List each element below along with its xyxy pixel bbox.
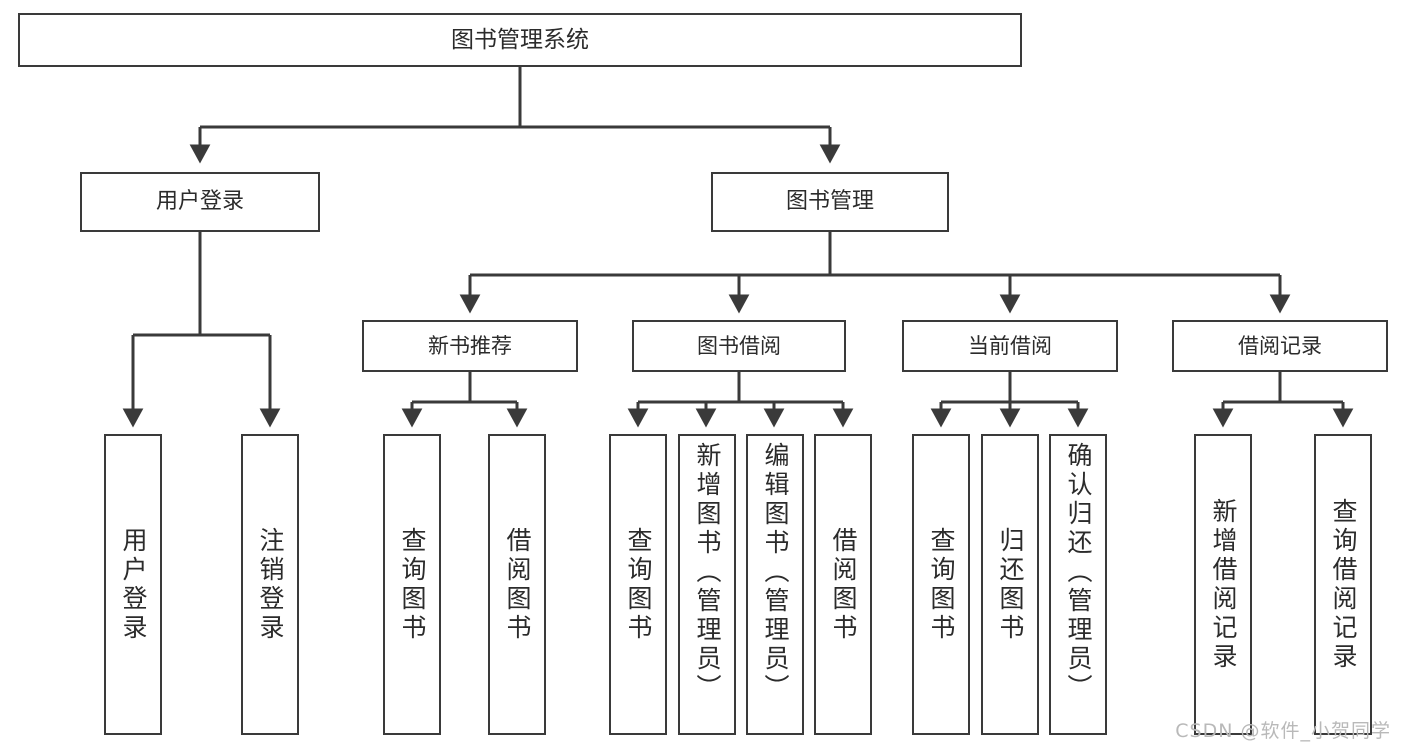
node-label: 借阅图书 [829,526,858,643]
node-label: 归还图书 [996,526,1025,643]
node-new-book-recommend[interactable]: 新书推荐 [362,320,578,372]
leaf-logout-login[interactable]: 注销登录 [241,434,299,735]
node-label: 图书借阅 [697,333,781,358]
node-label: 查询图书 [927,526,956,643]
node-label: 图书管理系统 [451,26,589,53]
leaf-query-book-recommend[interactable]: 查询图书 [383,434,441,735]
leaf-borrow-book-recommend[interactable]: 借阅图书 [488,434,546,735]
node-label: 编辑图书（管理员） [761,442,790,703]
node-label: 借阅记录 [1238,333,1322,358]
node-root-system[interactable]: 图书管理系统 [18,13,1022,67]
node-label: 新增图书（管理员） [693,442,722,703]
leaf-user-login[interactable]: 用户登录 [104,434,162,735]
node-label: 图书管理 [785,189,874,215]
leaf-add-book-admin[interactable]: 新增图书（管理员） [678,434,736,735]
leaf-edit-book-admin[interactable]: 编辑图书（管理员） [746,434,804,735]
node-label: 用户登录 [155,189,244,215]
node-label: 查询借阅记录 [1329,497,1358,672]
node-label: 注销登录 [256,526,285,643]
node-label: 确认归还（管理员） [1064,442,1093,703]
node-label: 用户登录 [119,526,148,643]
leaf-query-book-current[interactable]: 查询图书 [912,434,970,735]
leaf-borrow-book-borrow[interactable]: 借阅图书 [814,434,872,735]
node-label: 新增借阅记录 [1209,497,1238,672]
node-label: 新书推荐 [428,333,512,358]
leaf-query-borrow-record[interactable]: 查询借阅记录 [1314,434,1372,735]
node-label: 查询图书 [398,526,427,643]
leaf-return-book[interactable]: 归还图书 [981,434,1039,735]
watermark: CSDN @软件_小贺同学 [1175,720,1391,742]
node-label: 借阅图书 [503,526,532,643]
node-current-borrow[interactable]: 当前借阅 [902,320,1118,372]
node-label: 当前借阅 [968,333,1052,358]
node-user-login[interactable]: 用户登录 [80,172,320,232]
node-book-borrow[interactable]: 图书借阅 [632,320,846,372]
leaf-confirm-return-admin[interactable]: 确认归还（管理员） [1049,434,1107,735]
leaf-query-book-borrow[interactable]: 查询图书 [609,434,667,735]
node-borrow-record[interactable]: 借阅记录 [1172,320,1388,372]
leaf-add-borrow-record[interactable]: 新增借阅记录 [1194,434,1252,735]
node-book-management[interactable]: 图书管理 [711,172,949,232]
node-label: 查询图书 [624,526,653,643]
